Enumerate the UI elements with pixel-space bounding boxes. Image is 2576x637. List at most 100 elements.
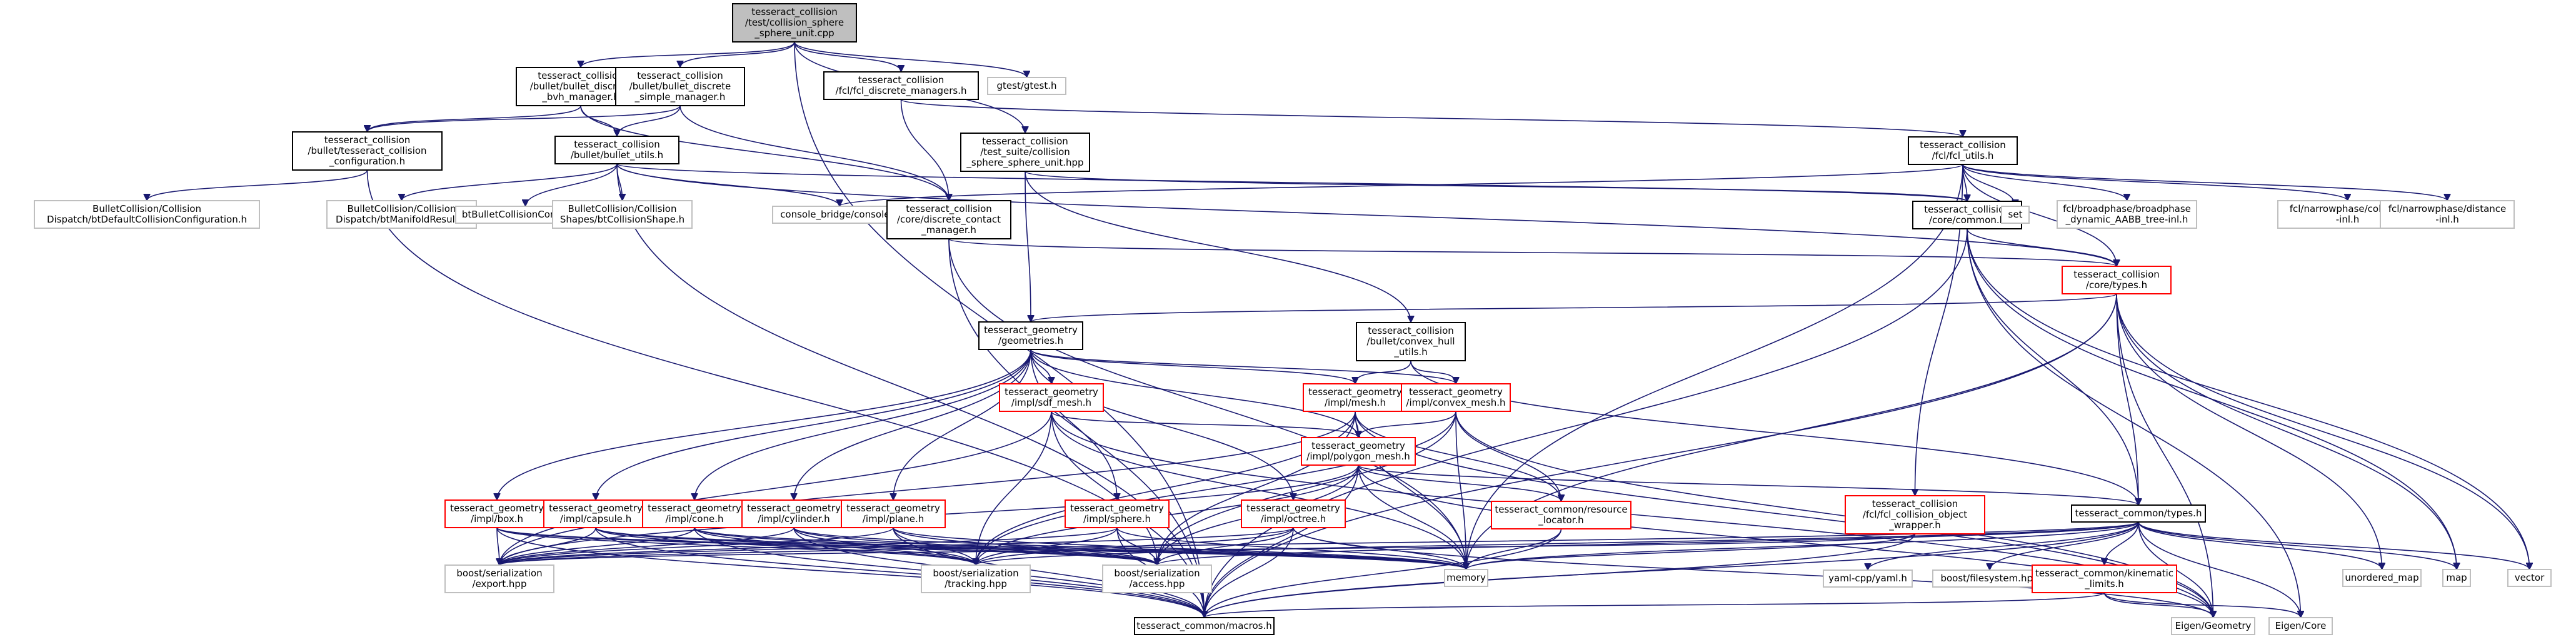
node-label-line: _locator.h xyxy=(1538,514,1583,526)
edge-commontypes-to-umap xyxy=(2138,521,2382,570)
edge-corecommon-to-commontypes xyxy=(1967,228,2138,505)
node-octree[interactable]: tesseract_geometry/impl/octree.h xyxy=(1241,499,1346,528)
node-sphereunit[interactable]: tesseract_collision/test_suite/collision… xyxy=(960,133,1090,172)
node-label-line: tesseract_common/macros.h xyxy=(1136,620,1272,632)
node-box xyxy=(921,564,1031,593)
node-resloc[interactable]: tesseract_common/resource_locator.h xyxy=(1491,501,1631,529)
edge-kin-to-eigengeom xyxy=(2103,592,2213,618)
node-geometries[interactable]: tesseract_geometry/geometries.h xyxy=(978,321,1083,350)
node-box xyxy=(2171,617,2255,635)
edge-octree-to-eigengeom xyxy=(1293,527,2213,618)
node-macros[interactable]: tesseract_common/macros.h xyxy=(1134,617,1275,635)
node-kin[interactable]: tesseract_common/kinematic_limits.h xyxy=(2032,564,2177,593)
node-label-line: tesseract_collision xyxy=(2073,269,2160,281)
node-set: set xyxy=(2001,206,2030,224)
edge-polygon-to-macros xyxy=(1205,464,1359,618)
node-label-line: tesseract_geometry xyxy=(984,324,1078,336)
node-fclwrap[interactable]: tesseract_collision/fcl/fcl_collision_ob… xyxy=(1845,495,1985,534)
node-box xyxy=(554,136,679,164)
edge-fclutils-to-memory xyxy=(1466,164,1963,569)
edge-resloc-to-macros xyxy=(1205,528,1562,618)
edge-geometries-to-sdfmesh xyxy=(1030,349,1051,384)
edge-corecommon-to-coretypes xyxy=(1967,228,2117,267)
node-commontypes[interactable]: tesseract_common/types.h xyxy=(2071,504,2206,523)
node-label-line: /bullet/bullet_utils.h xyxy=(571,149,663,161)
edge-bvh-to-dcm xyxy=(580,105,949,201)
node-box xyxy=(1932,569,2047,588)
node-box[interactable]: tesseract_geometry/impl/box.h xyxy=(444,499,549,528)
node-simple[interactable]: tesseract_collision/bullet/bullet_discre… xyxy=(615,67,745,106)
node-polygon[interactable]: tesseract_geometry/impl/polygon_mesh.h xyxy=(1301,437,1416,466)
edge-sphereunit-to-convexhull xyxy=(1025,171,1411,323)
node-label-line: /impl/sphere.h xyxy=(1083,513,1151,524)
node-label-line: /test_suite/collision xyxy=(980,146,1070,158)
edge-cone-to-export xyxy=(499,527,695,566)
node-yaml: yaml-cpp/yaml.h xyxy=(1823,569,1913,588)
edge-sphere-to-export xyxy=(499,527,1118,566)
edge-simple-to-dcm xyxy=(679,105,949,201)
edge-commontypes-to-access xyxy=(1157,521,2139,566)
node-dcm[interactable]: tesseract_collision/core/discrete_contac… xyxy=(886,200,1011,239)
edge-cone-to-access xyxy=(694,527,1157,566)
node-label-line: boost/serialization xyxy=(1114,568,1200,579)
node-label-line: BulletCollision/Collision xyxy=(568,203,677,214)
node-label-line: _utils.h xyxy=(1393,346,1427,358)
node-label-line: _bvh_manager.h xyxy=(541,91,619,103)
node-label-line: _sphere_unit.cpp xyxy=(754,28,834,39)
node-root[interactable]: tesseract_collision/test/collision_spher… xyxy=(732,3,857,43)
node-butils[interactable]: tesseract_collision/bullet/bullet_utils.… xyxy=(554,136,679,164)
node-box xyxy=(1491,501,1631,529)
node-label-line: tesseract_geometry xyxy=(1070,503,1164,514)
node-mesh[interactable]: tesseract_geometry/impl/mesh.h xyxy=(1303,383,1408,412)
edge-dcm-to-memory xyxy=(948,238,1466,569)
node-convexhull[interactable]: tesseract_collision/bullet/convex_hull_u… xyxy=(1356,322,1466,361)
edge-fclutils-to-set xyxy=(1962,164,2015,207)
edge-convexmesh-to-polygon xyxy=(1358,411,1456,438)
node-label-line: tesseract_collision xyxy=(1924,204,2010,216)
node-label-line: /impl/cone.h xyxy=(665,513,723,524)
node-box xyxy=(543,499,648,528)
node-label-line: unordered_map xyxy=(2345,572,2418,584)
edge-bvh-to-tcconf xyxy=(368,105,581,133)
edge-resloc-to-memory xyxy=(1466,528,1562,570)
edge-plane-to-macros xyxy=(893,527,1205,618)
edge-corecommon-to-eigencore xyxy=(1967,228,2301,618)
edge-butils-to-btshape xyxy=(616,163,623,201)
edge-geometries-to-plane xyxy=(893,349,1031,500)
node-box xyxy=(960,133,1090,172)
node-label-line: /bullet/convex_hull xyxy=(1366,336,1455,348)
edge-commontypes-to-yaml xyxy=(1868,521,2139,571)
node-box xyxy=(886,200,1011,239)
node-sphere[interactable]: tesseract_geometry/impl/sphere.h xyxy=(1065,499,1170,528)
node-label-line: tesseract_geometry xyxy=(1311,440,1405,452)
node-convexmesh[interactable]: tesseract_geometry/impl/convex_mesh.h xyxy=(1401,383,1511,412)
node-box xyxy=(1065,499,1170,528)
node-label-line: boost/filesystem.hpp xyxy=(1940,573,2038,584)
node-fclutils[interactable]: tesseract_collision/fcl/fcl_utils.h xyxy=(1908,136,2018,165)
node-box xyxy=(2001,206,2030,224)
node-capsule[interactable]: tesseract_geometry/impl/capsule.h xyxy=(543,499,648,528)
node-coretypes[interactable]: tesseract_collision/core/types.h xyxy=(2062,266,2172,294)
node-label-line: tesseract_common/types.h xyxy=(2075,508,2202,519)
node-console: console_bridge/console.h xyxy=(772,206,907,224)
node-box xyxy=(2507,569,2552,587)
node-cylinder[interactable]: tesseract_geometry/impl/cylinder.h xyxy=(741,499,846,528)
node-sdfmesh[interactable]: tesseract_geometry/impl/sdf_mesh.h xyxy=(999,383,1104,412)
node-label-line: tesseract_geometry xyxy=(1005,386,1098,398)
node-box xyxy=(2442,569,2471,587)
node-plane[interactable]: tesseract_geometry/impl/plane.h xyxy=(841,499,946,528)
edge-geometries-to-octree xyxy=(1030,349,1293,500)
node-label-line: /impl/cylinder.h xyxy=(758,513,829,524)
node-tcconf[interactable]: tesseract_collision/bullet/tesseract_col… xyxy=(292,131,443,171)
node-label-line: /impl/octree.h xyxy=(1261,513,1326,524)
edge-commontypes-to-vector xyxy=(2138,521,2530,570)
node-box xyxy=(444,564,554,593)
node-cone[interactable]: tesseract_geometry/impl/cone.h xyxy=(642,499,747,528)
edge-geometries-to-cone xyxy=(694,349,1031,500)
edge-dcm-to-macros xyxy=(948,238,1205,618)
edge-cylinder-to-export xyxy=(499,527,794,566)
node-fclmgr[interactable]: tesseract_collision/fcl/fcl_discrete_man… xyxy=(823,71,979,100)
node-aabb: fcl/broadphase/broadphase_dynamic_AABB_t… xyxy=(2057,200,2197,229)
node-label-line: Dispatch/btDefaultCollisionConfiguration… xyxy=(47,214,247,225)
edge-capsule-to-macros xyxy=(595,527,1205,618)
